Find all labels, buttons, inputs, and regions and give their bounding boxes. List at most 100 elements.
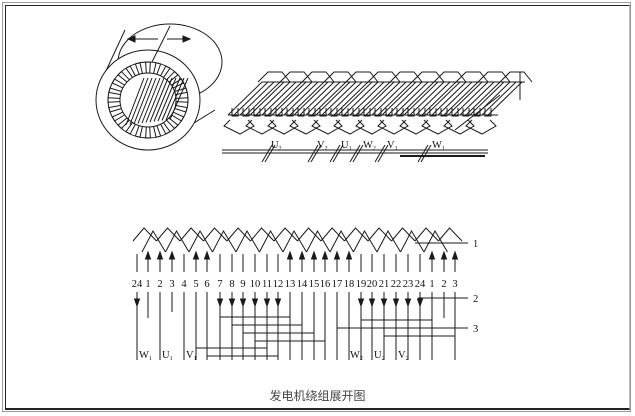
- coil-side: [365, 81, 401, 116]
- terminal-label-right: V2: [398, 350, 409, 362]
- coil-side: [227, 81, 263, 116]
- coil-end-bottom: [289, 119, 321, 135]
- coil-side: [481, 81, 517, 116]
- coil-end-bottom: [223, 119, 255, 135]
- coil-side: [453, 81, 489, 116]
- arrow-up-icon: [428, 250, 436, 260]
- slot-tooth: [319, 108, 327, 117]
- bore-conductor-line: [169, 77, 189, 120]
- coil-end-top: [433, 71, 467, 83]
- coil-side: [293, 81, 329, 116]
- slot-number: 6: [204, 279, 209, 290]
- slot-number: 1: [145, 279, 150, 290]
- lead-wire: [352, 144, 364, 163]
- bore-conductor-line: [141, 77, 161, 124]
- coil-end-upper: [414, 227, 439, 242]
- coil-end-upper: [320, 227, 345, 242]
- slot-tooth: [473, 108, 481, 117]
- coil-side: [233, 81, 269, 116]
- terminal-label-left: V1: [186, 350, 197, 362]
- arrow-up-icon: [440, 250, 448, 260]
- coil-side: [277, 81, 313, 116]
- arrow-up-icon: [310, 250, 318, 260]
- end-connections: [133, 292, 456, 360]
- lead-wire: [261, 144, 273, 163]
- arrow-up-icon: [451, 250, 459, 260]
- coil-end-top: [323, 71, 357, 83]
- winding-perspective: [222, 71, 533, 163]
- slot-number: 21: [379, 279, 390, 290]
- coil-end-lower: [353, 229, 378, 253]
- bore-conductor-line: [133, 77, 153, 125]
- slot-number: 23: [403, 279, 414, 290]
- arrow-down-icon: [368, 298, 376, 308]
- slot-number: 24: [415, 279, 426, 290]
- slot-tooth: [286, 108, 294, 117]
- arrow-up-icon: [203, 250, 211, 260]
- coil-side: [415, 81, 451, 116]
- coil-side: [311, 81, 347, 116]
- coil-side: [267, 81, 303, 116]
- slot-tooth: [418, 108, 426, 117]
- coil-side: [249, 81, 285, 116]
- coil-end-top: [455, 71, 489, 83]
- slot-tooth: [374, 108, 382, 117]
- coil-end-bottom: [377, 119, 409, 135]
- lead-wire: [264, 144, 276, 163]
- coil-end-top: [367, 71, 401, 83]
- coil-side: [399, 81, 435, 116]
- slot-number: 16: [320, 279, 331, 290]
- stator-outline-top: [104, 29, 126, 74]
- coil-end-lower: [306, 229, 331, 253]
- slot-number: 1: [429, 279, 434, 290]
- stator-slot: [117, 117, 130, 130]
- callout-3: 3: [473, 324, 478, 335]
- arrow-down-icon: [251, 298, 259, 308]
- terminal-label: V2: [317, 140, 328, 152]
- slot-number: 17: [332, 279, 343, 290]
- stator-slots: [107, 61, 189, 139]
- coil-end-bottom: [443, 119, 475, 135]
- coil-side: [487, 81, 523, 116]
- coil-side: [437, 81, 473, 116]
- coil-end-top: [389, 71, 423, 83]
- arrow-left-head: [126, 35, 136, 43]
- coil-end-zigzag: [132, 227, 463, 253]
- coil-side: [289, 81, 325, 116]
- coil-end-top: [257, 71, 291, 83]
- terminal-label: U1: [341, 140, 352, 152]
- stator-slot: [153, 62, 162, 75]
- coil-side: [431, 81, 467, 116]
- arrow-down-icon: [380, 298, 388, 308]
- slot-number: 4: [181, 279, 187, 290]
- slot-number: 8: [229, 279, 234, 290]
- coil-end-top: [411, 71, 445, 83]
- outer-frame: [2, 2, 631, 412]
- slot-tooth: [484, 108, 492, 117]
- coil-end-upper: [438, 227, 463, 242]
- stator-slot: [160, 122, 171, 135]
- slot-number: 13: [285, 279, 296, 290]
- coil-side: [315, 81, 351, 116]
- terminal-label-right: W2: [350, 350, 363, 362]
- coil-side: [469, 81, 505, 116]
- stator-front-face: [95, 49, 201, 151]
- coil-end-bottom: [245, 119, 277, 135]
- slot-number: 3: [169, 279, 174, 290]
- stator-slot: [160, 65, 171, 78]
- coil-side: [333, 81, 369, 116]
- coil-side: [381, 81, 417, 116]
- stator-slot: [166, 70, 179, 83]
- stator-slot: [174, 104, 188, 113]
- coil-side: [337, 81, 373, 116]
- stator-slot: [125, 65, 136, 78]
- stator-slot: [134, 62, 143, 75]
- coil-side: [387, 81, 423, 116]
- slot-tooth: [462, 108, 470, 117]
- callout-1: 1: [473, 239, 478, 250]
- lead-wire: [349, 144, 361, 163]
- lead-wire: [374, 144, 386, 163]
